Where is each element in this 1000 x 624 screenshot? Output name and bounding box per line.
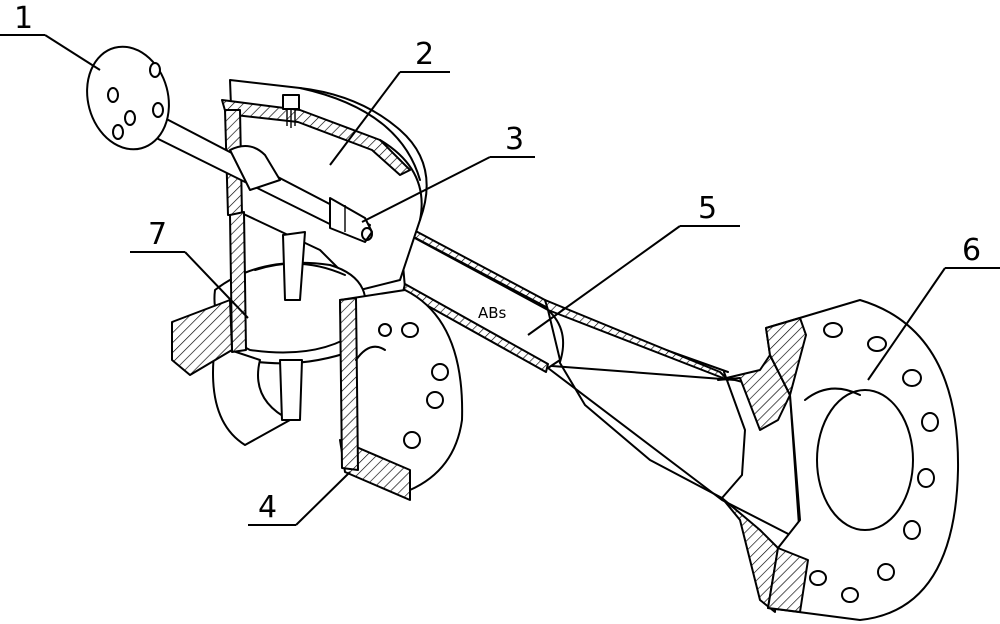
- callout-7: 7: [130, 217, 249, 319]
- base-flange: [171, 289, 464, 501]
- callout-2: 2: [329, 37, 450, 166]
- suction-elbow: [212, 211, 367, 446]
- callout-3: 3: [361, 122, 535, 223]
- callout-4: 4: [248, 471, 351, 526]
- callout-2-label: 2: [415, 37, 434, 72]
- callout-6: 6: [867, 233, 1000, 381]
- outlet-diffuser-flange: [407, 228, 960, 621]
- callout-3-label: 3: [505, 122, 524, 157]
- callout-7-label: 7: [148, 217, 167, 252]
- nozzle: [329, 197, 373, 243]
- callout-1: 1: [0, 1, 101, 71]
- callout-4-label: 4: [258, 490, 277, 525]
- callout-1-label: 1: [14, 1, 33, 36]
- callout-5-label: 5: [698, 191, 717, 226]
- inlet-pipe-flange: [86, 45, 371, 241]
- inner-label: ABs: [478, 304, 507, 322]
- callout-6-label: 6: [962, 233, 981, 268]
- callout-5: 5: [527, 191, 740, 336]
